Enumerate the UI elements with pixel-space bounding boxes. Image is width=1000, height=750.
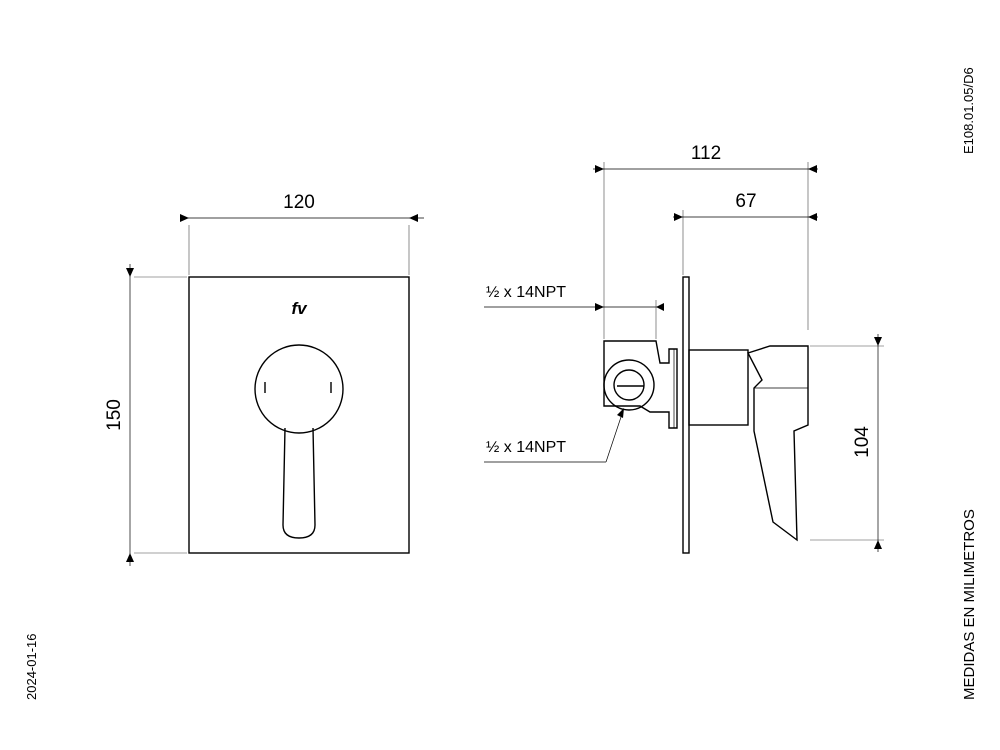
side-view: [603, 276, 809, 554]
side-total-label: 112: [691, 143, 721, 164]
dim-front-width: 120: [180, 192, 424, 275]
side-plate: [682, 276, 690, 554]
drawing-date: 2024-01-16: [24, 634, 39, 701]
front-plate: [188, 276, 410, 554]
side-height-label: 104: [852, 426, 873, 458]
lever-handle: [282, 427, 316, 539]
thread-label-bottom: ½ x 14NPT: [486, 439, 566, 456]
valve-body: [603, 340, 678, 429]
inlet-port-inner: [613, 369, 645, 401]
thread-callout-bottom: ½ x 14NPT: [484, 408, 624, 463]
units-note: MEDIDAS EN MILIMETROS: [961, 509, 978, 700]
thread-callout-top: ½ x 14NPT: [484, 284, 664, 339]
side-partial-label: 67: [735, 191, 756, 212]
logo-mark: fv: [291, 299, 308, 318]
dim-side-total: 112: [593, 143, 818, 339]
dim-side-height: 104: [810, 334, 884, 552]
front-width-label: 120: [283, 192, 315, 213]
dim-front-height: 150: [104, 264, 187, 566]
cartridge-body: [688, 349, 749, 426]
lever-side-profile: [746, 345, 809, 542]
handle-hub: [254, 344, 344, 434]
front-height-label: 150: [104, 399, 125, 431]
dim-side-partial: 67: [673, 191, 818, 275]
drawing-code: E108.01.05/D6: [961, 67, 976, 154]
thread-label-top: ½ x 14NPT: [486, 284, 566, 301]
front-view: fv: [188, 276, 410, 554]
inlet-port-outer: [603, 359, 655, 411]
